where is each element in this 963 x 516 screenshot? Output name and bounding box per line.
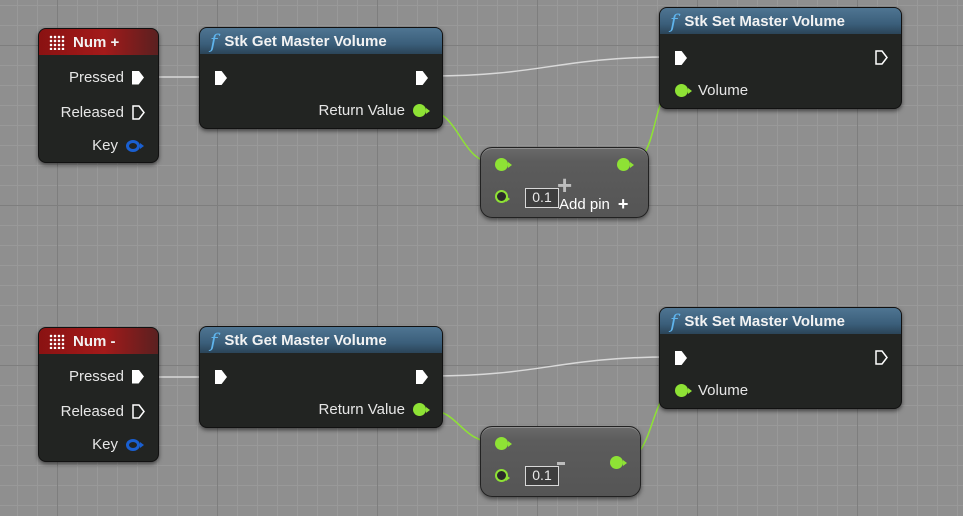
add-pin-button[interactable]: Add pin + xyxy=(559,194,628,215)
return-value-pin-icon[interactable] xyxy=(413,104,430,117)
exec-in-pin-icon[interactable] xyxy=(215,71,227,85)
released-exec-pin-icon[interactable] xyxy=(132,404,145,419)
event-node-title: Num + xyxy=(73,33,120,51)
event-node-header: Num + xyxy=(39,29,158,55)
volume-pin-icon[interactable] xyxy=(675,384,692,397)
function-node-header: f Stk Get Master Volume xyxy=(200,28,442,54)
key-pin-icon[interactable] xyxy=(126,438,144,451)
add-pin-label: Add pin xyxy=(559,196,610,213)
function-node-title: Stk Set Master Volume xyxy=(684,12,846,30)
released-label: Released xyxy=(60,104,124,121)
input-b-pin-icon[interactable] xyxy=(495,190,510,203)
get-master-volume-node[interactable]: f Stk Get Master Volume Return Value xyxy=(199,27,443,129)
exec-out-pin-icon[interactable] xyxy=(416,71,428,85)
volume-label: Volume xyxy=(698,82,749,99)
exec-in-pin-icon[interactable] xyxy=(675,351,687,365)
function-icon: f xyxy=(670,309,678,333)
exec-out-pin-icon[interactable] xyxy=(875,50,888,65)
function-icon: f xyxy=(210,328,218,352)
return-value-label: Return Value xyxy=(318,102,405,119)
input-b-value-field[interactable]: 0.1 xyxy=(525,466,559,486)
event-node-title: Num - xyxy=(73,332,116,350)
function-node-header: f Stk Set Master Volume xyxy=(660,8,901,34)
output-pin-icon[interactable] xyxy=(610,456,627,469)
keyboard-icon xyxy=(49,34,65,50)
released-exec-pin-icon[interactable] xyxy=(132,105,145,120)
function-icon: f xyxy=(210,29,218,53)
exec-in-pin-icon[interactable] xyxy=(675,51,687,65)
add-operator-icon: + xyxy=(557,170,573,200)
volume-label: Volume xyxy=(698,382,749,399)
event-node-num-plus[interactable]: Num + Pressed Released Key xyxy=(38,28,159,163)
function-node-title: Stk Set Master Volume xyxy=(684,312,846,330)
function-node-header: f Stk Set Master Volume xyxy=(660,308,901,334)
input-a-pin-icon[interactable] xyxy=(495,158,512,171)
event-node-num-minus[interactable]: Num - Pressed Released Key xyxy=(38,327,159,462)
exec-out-pin-icon[interactable] xyxy=(875,350,888,365)
return-value-label: Return Value xyxy=(318,401,405,418)
keyboard-icon xyxy=(49,333,65,349)
function-node-title: Stk Get Master Volume xyxy=(224,331,387,349)
volume-pin-icon[interactable] xyxy=(675,84,692,97)
key-label: Key xyxy=(92,436,118,453)
function-node-header: f Stk Get Master Volume xyxy=(200,327,442,353)
event-node-header: Num - xyxy=(39,328,158,354)
key-pin-icon[interactable] xyxy=(126,139,144,152)
subtract-operator-icon xyxy=(557,462,565,465)
key-label: Key xyxy=(92,137,118,154)
pressed-label: Pressed xyxy=(68,69,124,86)
pressed-exec-pin-icon[interactable] xyxy=(132,70,144,85)
exec-wire xyxy=(431,56,671,77)
function-node-title: Stk Get Master Volume xyxy=(224,32,387,50)
input-a-pin-icon[interactable] xyxy=(495,437,512,450)
pressed-label: Pressed xyxy=(68,368,124,385)
function-icon: f xyxy=(670,9,678,33)
set-master-volume-node[interactable]: f Stk Set Master Volume Volume xyxy=(659,7,902,109)
exec-out-pin-icon[interactable] xyxy=(416,370,428,384)
return-value-pin-icon[interactable] xyxy=(413,403,430,416)
get-master-volume-node[interactable]: f Stk Get Master Volume Return Value xyxy=(199,326,443,428)
set-master-volume-node[interactable]: f Stk Set Master Volume Volume xyxy=(659,307,902,409)
exec-in-pin-icon[interactable] xyxy=(215,370,227,384)
input-b-pin-icon[interactable] xyxy=(495,469,510,482)
input-b-value-field[interactable]: 0.1 xyxy=(525,188,559,208)
exec-wire xyxy=(431,356,671,377)
pressed-exec-pin-icon[interactable] xyxy=(132,369,144,384)
released-label: Released xyxy=(60,403,124,420)
add-pin-plus-icon: + xyxy=(617,194,629,214)
output-pin-icon[interactable] xyxy=(617,158,634,171)
subtract-float-node[interactable]: 0.1 xyxy=(480,426,641,497)
add-float-node[interactable]: + 0.1 Add pin + xyxy=(480,147,649,218)
